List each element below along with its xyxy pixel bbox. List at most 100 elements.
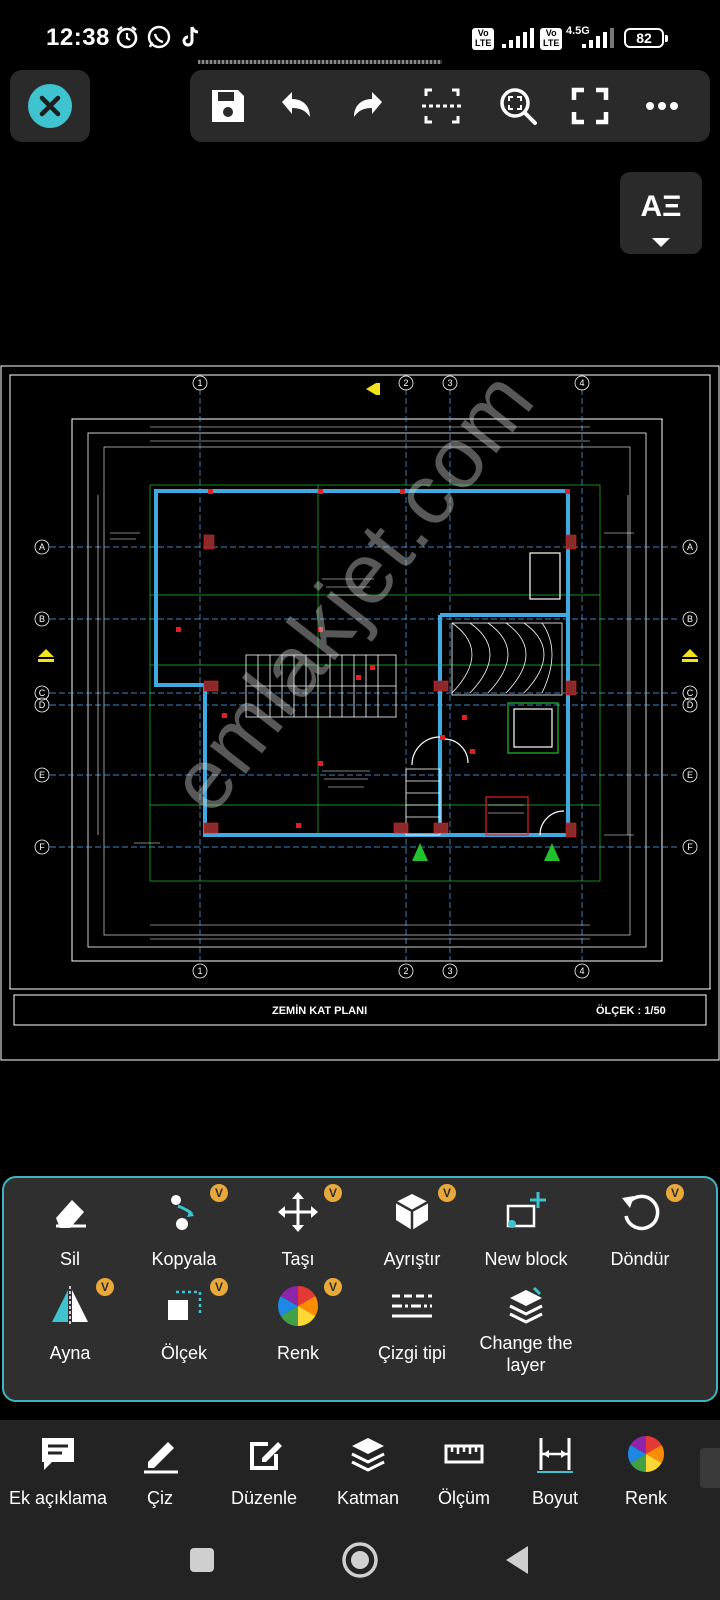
- bottom-tool-layers[interactable]: Katman: [318, 1432, 418, 1518]
- move-icon: [278, 1192, 318, 1232]
- tiktok-icon: [182, 26, 199, 47]
- linetype-icon: [392, 1294, 432, 1318]
- tool-label-text: Change the layer: [479, 1333, 573, 1375]
- grid-row-label: C: [687, 688, 694, 698]
- tool-label: Döndür: [610, 1249, 670, 1269]
- vip-badge: V: [324, 1184, 342, 1202]
- close-button[interactable]: [28, 84, 72, 128]
- tool-label: Renk: [276, 1343, 320, 1363]
- color-wheel-icon: [278, 1286, 318, 1326]
- bottom-tool-annotation[interactable]: Ek açıklama: [4, 1432, 112, 1518]
- vip-badge: V: [666, 1184, 684, 1202]
- grid-row-label: D: [39, 700, 46, 710]
- zoom-extents-icon[interactable]: [496, 84, 540, 128]
- signal-icon-1: [502, 28, 534, 48]
- bottom-tool-draw[interactable]: Çiz: [120, 1432, 200, 1518]
- annotation-icon: [42, 1438, 74, 1470]
- grid-row-label: B: [39, 614, 45, 624]
- grid-row-label: E: [39, 770, 45, 780]
- bottom-tool-label: Ölçüm: [437, 1488, 490, 1508]
- more-icon[interactable]: [640, 84, 684, 128]
- tool-copy[interactable]: V Kopyala: [126, 1180, 242, 1276]
- vip-badge: V: [210, 1184, 228, 1202]
- grid-col-label: 1: [197, 966, 202, 976]
- tool-new-block[interactable]: New block: [468, 1180, 584, 1276]
- tool-label: Çizgi tipi: [377, 1343, 447, 1363]
- grid-col-label: 4: [579, 966, 584, 976]
- save-icon[interactable]: [206, 84, 250, 128]
- ruler-icon: [444, 1444, 484, 1464]
- text-style-button[interactable]: AΞ: [620, 172, 702, 254]
- bottom-tool-edit[interactable]: Düzenle: [214, 1432, 314, 1518]
- tool-linetype[interactable]: Çizgi tipi: [354, 1274, 470, 1370]
- bottom-bar-overflow[interactable]: [700, 1448, 720, 1488]
- close-button-container: [10, 70, 90, 142]
- recents-icon[interactable]: [178, 1536, 226, 1584]
- grid-col-label: 1: [197, 378, 202, 388]
- top-toolbar: [190, 70, 710, 142]
- north-arrows: [412, 843, 560, 861]
- tool-label: Ayrıştır: [383, 1249, 441, 1269]
- select-window-icon[interactable]: [420, 84, 464, 128]
- bottom-tool-dimension[interactable]: Boyut: [508, 1432, 602, 1518]
- staircase: [245, 622, 563, 836]
- grid-col-label: 2: [403, 378, 408, 388]
- fullscreen-icon[interactable]: [568, 84, 612, 128]
- bottom-tool-label: Boyut: [531, 1488, 579, 1508]
- drawing-frame: [0, 365, 720, 1061]
- vip-badge: V: [324, 1278, 342, 1296]
- bottom-tool-measure[interactable]: Ölçüm: [414, 1432, 514, 1518]
- tool-label: Taşı: [281, 1249, 315, 1269]
- grid-row-label: F: [687, 842, 693, 852]
- redo-icon[interactable]: [346, 84, 390, 128]
- grid-row-label: A: [687, 542, 693, 552]
- loading-progress-line: [198, 60, 442, 64]
- vip-badge: V: [438, 1184, 456, 1202]
- layers-icon: [351, 1438, 385, 1472]
- text-style-label: AΞ: [640, 190, 682, 223]
- bottom-tool-label: Katman: [336, 1488, 400, 1508]
- mirror-icon: [52, 1286, 88, 1326]
- grid-row-label: D: [687, 700, 694, 710]
- bottom-tool-label: Düzenle: [230, 1488, 298, 1508]
- copy-icon: [171, 1195, 194, 1230]
- tool-rotate[interactable]: V Döndür: [582, 1180, 698, 1276]
- tool-delete[interactable]: Sil: [12, 1180, 128, 1276]
- bottom-tool-color[interactable]: Renk: [604, 1432, 688, 1518]
- pencil-icon: [144, 1442, 178, 1474]
- tool-explode[interactable]: V Ayrıştır: [354, 1180, 470, 1276]
- status-time: 12:38: [46, 24, 110, 51]
- tool-move[interactable]: V Taşı: [240, 1180, 356, 1276]
- dimension-lines: [97, 426, 629, 940]
- tool-label: Ayna: [49, 1343, 91, 1363]
- system-nav-bar: [0, 1520, 720, 1600]
- cad-drawing-canvas[interactable]: 1 2 3 4 1 2 3 4 A B C D E F A B C D E F: [0, 365, 720, 1061]
- edit-icon: [250, 1442, 282, 1470]
- grid-col-label: 2: [403, 966, 408, 976]
- grid-col-label: 3: [447, 378, 452, 388]
- grid-row-label: A: [39, 542, 45, 552]
- home-icon[interactable]: [336, 1536, 384, 1584]
- vip-badge: V: [96, 1278, 114, 1296]
- tool-scale[interactable]: V Ölçek: [126, 1274, 242, 1370]
- signal-icon-2: [582, 28, 614, 48]
- tool-label: New block: [484, 1249, 568, 1269]
- drawing-title: ZEMİN KAT PLANI: [272, 1004, 367, 1017]
- tool-mirror[interactable]: V Ayna: [12, 1274, 128, 1370]
- grid-row-label: B: [687, 614, 693, 624]
- drawing-scale: ÖLÇEK : 1/50: [596, 1004, 666, 1017]
- vip-badge: V: [210, 1278, 228, 1296]
- back-icon[interactable]: [494, 1536, 542, 1584]
- grid-col-label: 3: [447, 966, 452, 976]
- bottom-tool-label: Çiz: [147, 1488, 173, 1508]
- bottom-tool-label: Renk: [624, 1488, 668, 1508]
- tool-change-layer[interactable]: Change the layer: [468, 1274, 584, 1375]
- explode-icon: [395, 1194, 429, 1230]
- color-wheel-icon: [627, 1436, 665, 1472]
- edit-tools-panel: Sil V Kopyala V Taşı V Ayrıştır New bloc…: [2, 1176, 718, 1402]
- rotate-icon: [622, 1194, 660, 1231]
- battery-indicator: 82: [624, 28, 668, 48]
- tool-color[interactable]: V Renk: [240, 1274, 356, 1370]
- undo-icon[interactable]: [274, 84, 318, 128]
